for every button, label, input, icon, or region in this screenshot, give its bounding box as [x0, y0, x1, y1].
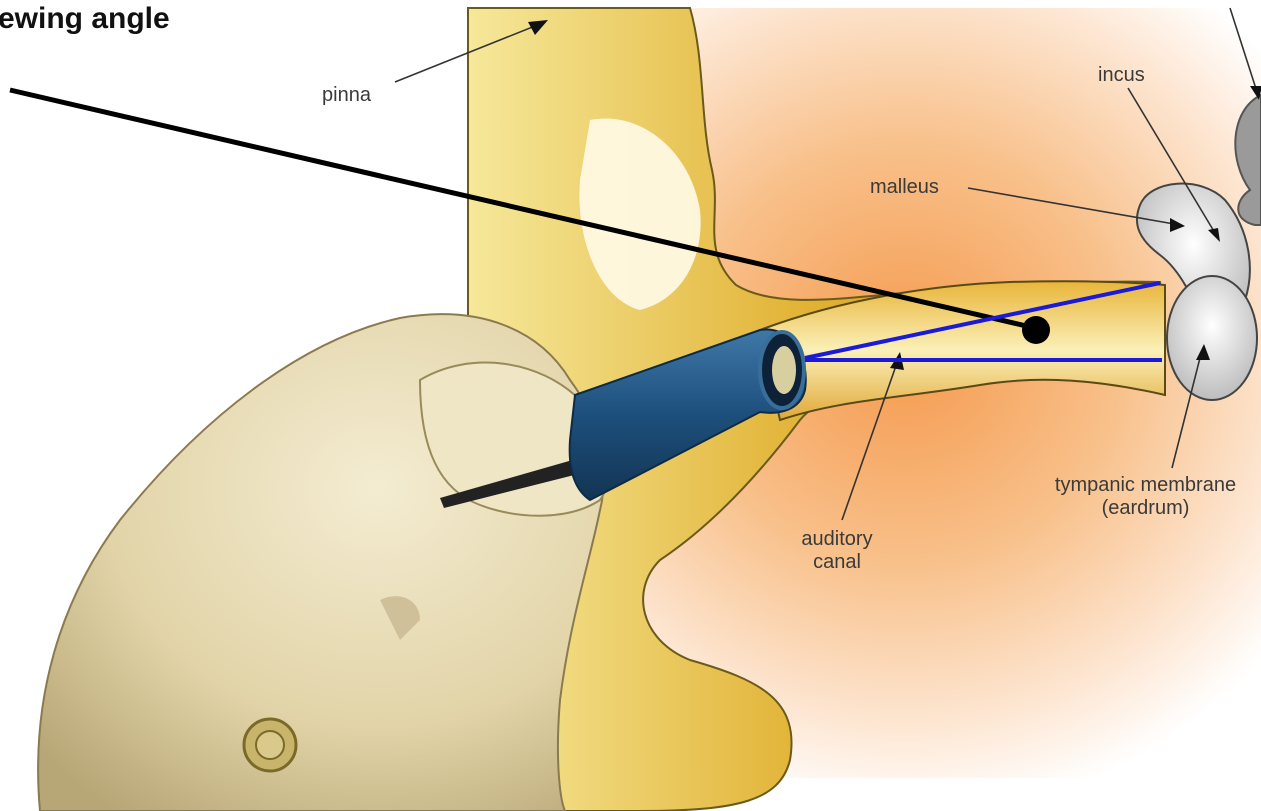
label-pinna: pinna [322, 84, 371, 107]
label-tympanic-membrane: tympanic membrane (eardrum) [1030, 474, 1261, 520]
label-tympanic-line1: tympanic membrane [1030, 474, 1261, 497]
probe-inner [772, 346, 796, 394]
label-auditory-line2: canal [782, 551, 892, 574]
label-incus: incus [1098, 64, 1145, 87]
label-auditory-line1: auditory [782, 528, 892, 551]
label-auditory-canal: auditory canal [782, 528, 892, 574]
target-point [1022, 316, 1050, 344]
label-tympanic-line2: (eardrum) [1030, 497, 1261, 520]
screw-head [256, 731, 284, 759]
label-malleus: malleus [870, 176, 939, 199]
diagram-title: ewing angle [0, 2, 170, 36]
tympanic-membrane-shape [1167, 276, 1257, 400]
